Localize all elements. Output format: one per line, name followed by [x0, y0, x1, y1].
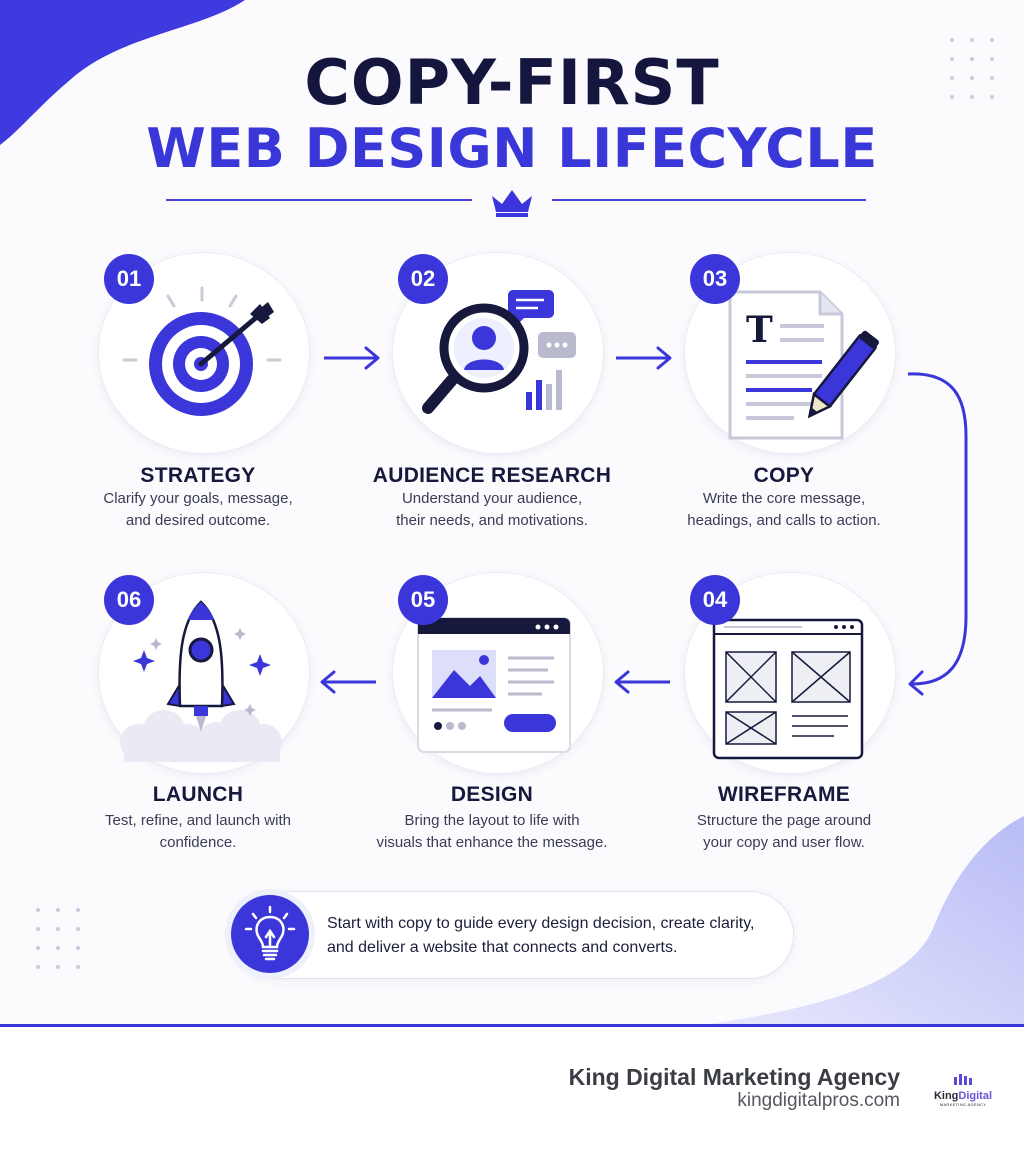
step-number-badge: 04: [690, 575, 740, 625]
step-title: STRATEGY: [140, 464, 256, 487]
step-description: Bring the layout to life with visuals th…: [297, 810, 687, 854]
arrow-right-icon: [324, 346, 380, 370]
rocket-icon: [120, 600, 282, 762]
lightbulb-icon-wrapper: [231, 895, 309, 973]
step-title: LAUNCH: [152, 783, 244, 806]
step-description-line: their needs, and motivations.: [396, 512, 588, 529]
magnifier-user-icon: [422, 290, 576, 414]
step-description-line: Write the core message,: [702, 490, 866, 507]
step-description-line: and desired outcome.: [125, 512, 271, 529]
browser-design-icon: [417, 617, 571, 753]
step-description-line: Bring the layout to life with: [404, 812, 580, 829]
step-description-line: Test, refine, and launch with: [105, 812, 291, 829]
company-logo: KingDigital MARKETING AGENCY: [928, 1072, 998, 1107]
page-subtitle: WEB DESIGN LIFECYCLE: [146, 117, 878, 180]
arrow-left-icon: [614, 670, 670, 694]
step-number-badge: 06: [104, 575, 154, 625]
tip-text: Start with copy to guide every design de…: [327, 912, 787, 960]
wireframe-icon: [712, 618, 864, 760]
step-number-badge: 03: [690, 254, 740, 304]
step-title: WIREFRAME: [717, 783, 851, 806]
step-number-badge: 01: [104, 254, 154, 304]
tip-callout: Start with copy to guide every design de…: [230, 891, 794, 979]
document-pencil-icon: T: [728, 290, 879, 440]
step-description: Test, refine, and launch with confidence…: [3, 810, 393, 854]
step-description: Understand your audience, their needs, a…: [297, 488, 687, 532]
tip-text-line: and deliver a website that connects and …: [327, 939, 678, 956]
step-description-line: visuals that enhance the message.: [376, 834, 608, 851]
decorative-dots-bottom-left: [36, 908, 80, 969]
title-divider-right: [552, 199, 866, 201]
tip-text-line: Start with copy to guide every design de…: [327, 915, 755, 932]
logo-wordmark: KingDigital: [928, 1090, 998, 1102]
decorative-blob-bottom-right: [694, 816, 1024, 1026]
crown-icon: [492, 190, 532, 217]
step-description-line: Understand your audience,: [401, 490, 583, 507]
arrow-left-icon: [320, 670, 376, 694]
step-number-badge: 05: [398, 575, 448, 625]
logo-word-digital: Digital: [958, 1090, 993, 1102]
title-divider-left: [166, 199, 472, 201]
step-description: Write the core message, headings, and ca…: [589, 488, 979, 532]
step-title: AUDIENCE RESEARCH: [372, 464, 612, 487]
decorative-blob-top-left: [0, 0, 245, 145]
logo-word-king: King: [933, 1090, 959, 1102]
logo-tagline: MARKETING AGENCY: [939, 1102, 987, 1107]
step-description-line: Structure the page around: [696, 812, 872, 829]
step-description: Clarify your goals, message, and desired…: [3, 488, 393, 532]
logo-bars-icon: [954, 1074, 972, 1085]
step-description-line: your copy and user flow.: [703, 834, 865, 851]
arrow-right-icon: [616, 346, 672, 370]
step-title: COPY: [753, 464, 815, 487]
lightbulb-icon: [244, 905, 296, 961]
company-name: King Digital Marketing Agency: [568, 1064, 900, 1090]
company-url[interactable]: kingdigitalpros.com: [737, 1090, 900, 1111]
target-icon: [122, 286, 282, 416]
decorative-dots-top-right: [950, 38, 994, 99]
step-title: DESIGN: [450, 783, 534, 806]
curved-arrow-icon: [907, 372, 968, 696]
page-title: COPY-FIRST: [304, 46, 720, 119]
svg-text:T: T: [746, 309, 773, 351]
infographic-canvas: COPY-FIRST WEB DESIGN LIFECYCLE 01: [0, 0, 1024, 1026]
step-description-line: confidence.: [159, 834, 237, 851]
step-description-line: Clarify your goals, message,: [103, 490, 293, 507]
footer-rule: [0, 1024, 1024, 1027]
step-number-badge: 02: [398, 254, 448, 304]
step-description-line: headings, and calls to action.: [687, 512, 881, 529]
step-description: Structure the page around your copy and …: [589, 810, 979, 854]
